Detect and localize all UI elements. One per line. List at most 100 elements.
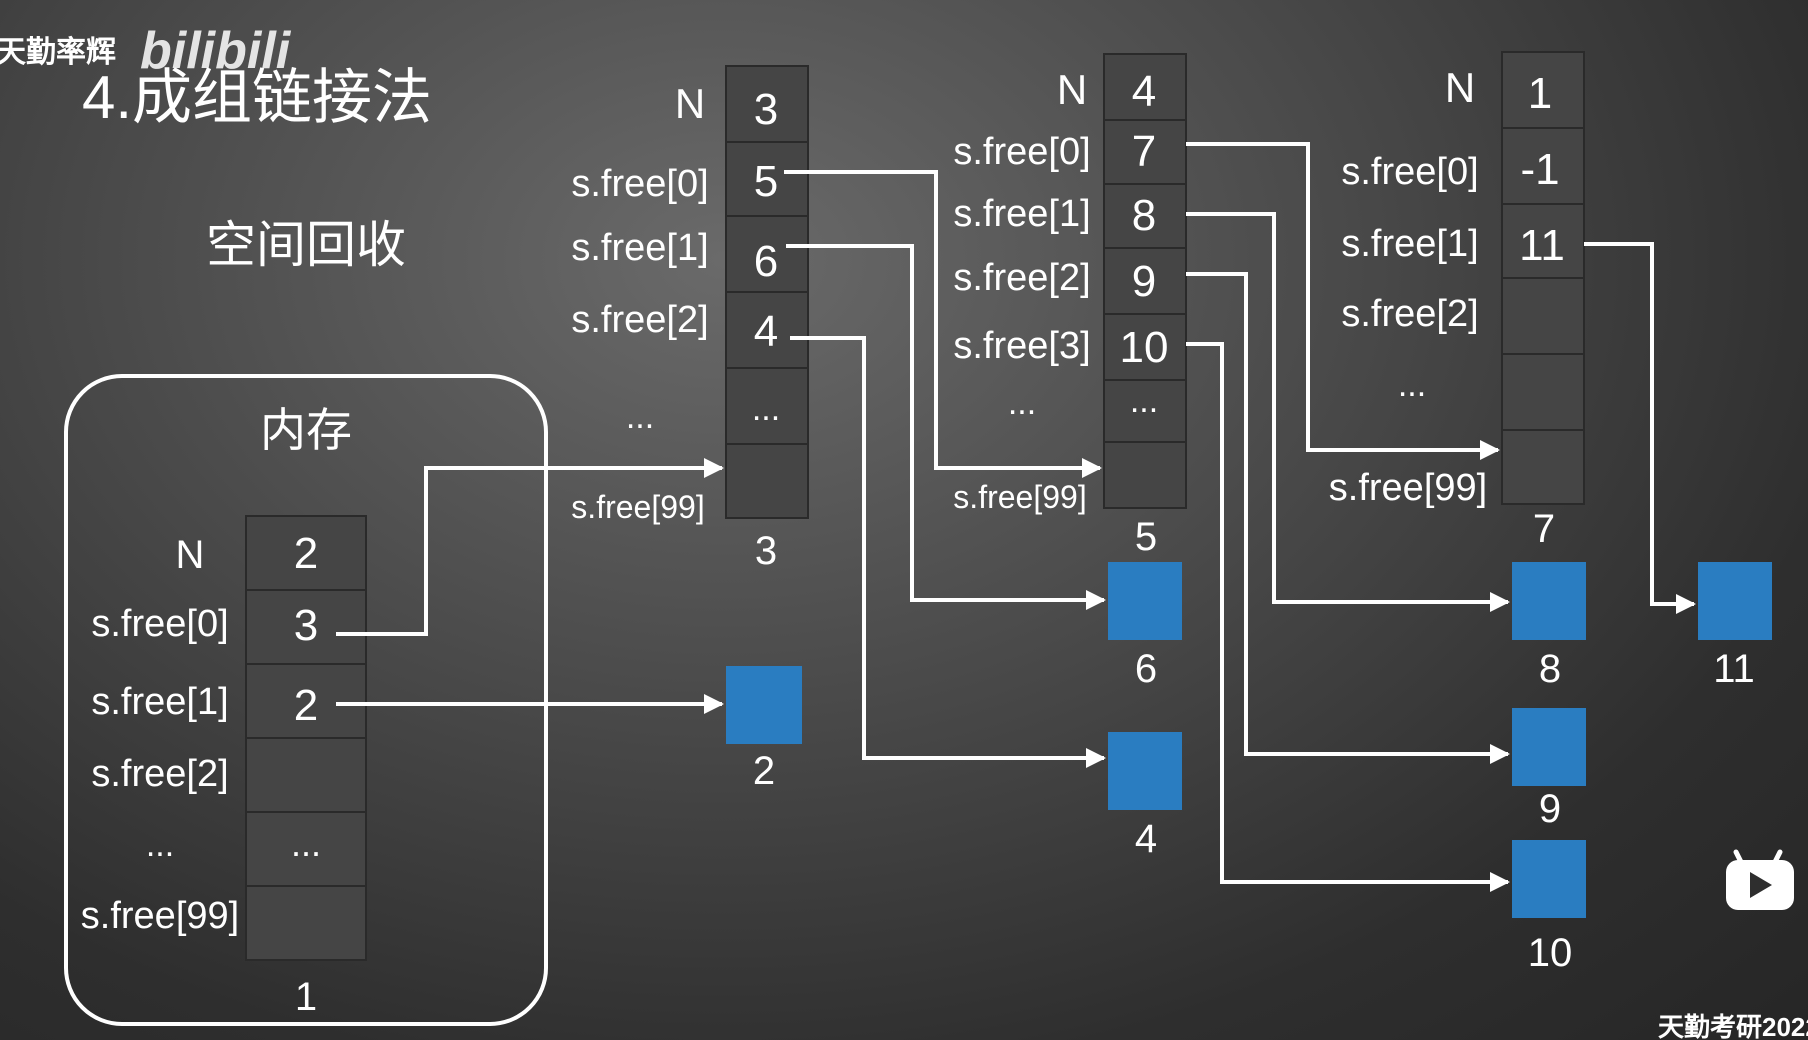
memory-box: [64, 374, 548, 1026]
group-3-table: 3 5 6 4 ... N s.free[0] s.free[1] s.free…: [571, 65, 809, 573]
group-7-table: 1 -1 11 N s.free[0] s.free[1] s.free[2] …: [1329, 51, 1585, 551]
group3-cell-free0: [725, 141, 809, 217]
group5-value-dots: ...: [1130, 382, 1158, 420]
group7-cell-dots: [1501, 353, 1585, 431]
group5-value-free1: 8: [1132, 191, 1156, 240]
video-player-icon[interactable]: [1726, 849, 1794, 910]
group5-cell-free0: [1103, 119, 1187, 185]
block-8-label: 8: [1539, 647, 1561, 691]
memory-cell-free99: [245, 885, 367, 961]
group5-cell-free1: [1103, 183, 1187, 249]
arrow-group3-to-block6: [786, 244, 1106, 610]
group5-value-n: 4: [1132, 67, 1156, 116]
memory-label-free99: s.free[99]: [81, 895, 239, 937]
group7-label-free2: s.free[2]: [1341, 293, 1478, 335]
memory-cell-free0: [245, 589, 367, 665]
arrow-group7-to-block11: [1584, 242, 1696, 614]
group7-label-free0: s.free[0]: [1341, 151, 1478, 193]
arrow-group5-to-block10: [1186, 342, 1510, 892]
link-arrows: [336, 142, 1696, 892]
group3-label-free0: s.free[0]: [571, 163, 708, 205]
group5-value-free2: 9: [1132, 257, 1156, 306]
group7-cell-n: [1501, 51, 1585, 129]
group5-cell-free3: [1103, 313, 1187, 381]
group-5-table: 4 7 8 9 10 ... N s.free[0] s.free[1] s.f…: [953, 53, 1187, 559]
block-4: [1108, 732, 1182, 810]
group3-value-dots: ...: [752, 390, 780, 428]
group3-cell-dots: [725, 367, 809, 445]
group3-label-n: N: [675, 80, 705, 127]
block-11: [1698, 562, 1772, 640]
block-9-label: 9: [1539, 787, 1561, 831]
group7-cell-free0: [1501, 127, 1585, 205]
group7-value-n: 1: [1528, 69, 1552, 118]
memory-value-free0: 3: [294, 601, 318, 650]
group5-label-dots: ...: [1008, 384, 1036, 422]
memory-cell-n: [245, 515, 367, 591]
group7-cell-free99: [1501, 429, 1585, 505]
page-subtitle: 空间回收: [206, 217, 406, 273]
group7-id: 7: [1533, 507, 1555, 551]
group5-value-free3: 10: [1120, 323, 1169, 372]
group3-cell-free1: [725, 215, 809, 293]
group5-label-free3: s.free[3]: [953, 325, 1090, 367]
group7-label-free99: s.free[99]: [1329, 467, 1487, 509]
memory-table: 2 3 2 ... N s.free[0] s.free[1] s.free[2…: [81, 515, 367, 1019]
memory-label-n: N: [176, 533, 205, 577]
block-2-label: 2: [753, 749, 775, 793]
group5-cell-free2: [1103, 247, 1187, 315]
memory-label: 内存: [260, 404, 352, 456]
group3-value-free1: 6: [754, 237, 778, 286]
bilibili-logo: bilibili: [140, 22, 292, 80]
memory-label-dots: ...: [146, 826, 174, 864]
memory-id: 1: [295, 975, 317, 1019]
block-2: [726, 666, 802, 744]
memory-value-free1: 2: [294, 681, 318, 730]
play-icon: [1750, 872, 1772, 898]
group5-label-free2: s.free[2]: [953, 257, 1090, 299]
arrow-memory-to-group3: [336, 458, 724, 636]
group3-cell-free99: [725, 443, 809, 519]
group3-label-free2: s.free[2]: [571, 299, 708, 341]
memory-value-dots: ...: [291, 823, 321, 864]
arrow-group3-to-block4: [790, 336, 1106, 768]
group7-cell-free2: [1501, 277, 1585, 355]
arrow-group3-to-group5: [784, 170, 1102, 478]
block-9: [1512, 708, 1586, 786]
group5-value-free0: 7: [1132, 127, 1156, 176]
group3-label-free1: s.free[1]: [571, 227, 708, 269]
group3-value-free0: 5: [754, 157, 778, 206]
memory-label-free2: s.free[2]: [91, 753, 228, 795]
memory-cell-free2: [245, 737, 367, 813]
group7-label-dots: ...: [1398, 366, 1426, 404]
group3-value-free2: 4: [754, 307, 778, 356]
watermark-author: 天勤率辉: [0, 36, 116, 69]
memory-label-free0: s.free[0]: [91, 603, 228, 645]
group5-cell-free99: [1103, 441, 1187, 509]
memory-label-free1: s.free[1]: [91, 681, 228, 723]
page-title: 4.成组链接法: [82, 64, 432, 131]
block-10-label: 10: [1528, 931, 1573, 975]
block-11-label: 11: [1713, 647, 1755, 691]
watermark-corner: 天勤考研2022: [1658, 1012, 1808, 1040]
group5-label-n: N: [1057, 66, 1087, 113]
group5-cell-dots: [1103, 379, 1187, 443]
group7-value-free0: -1: [1520, 145, 1559, 194]
group5-label-free1: s.free[1]: [953, 193, 1090, 235]
group3-cell-free2: [725, 291, 809, 369]
group5-label-free99: s.free[99]: [953, 479, 1086, 515]
block-8: [1512, 562, 1586, 640]
group5-id: 5: [1135, 515, 1157, 559]
arrow-group5-to-block8: [1186, 212, 1510, 612]
memory-value-n: 2: [294, 529, 318, 578]
group7-label-n: N: [1445, 64, 1475, 111]
group7-label-free1: s.free[1]: [1341, 223, 1478, 265]
group3-value-n: 3: [754, 85, 778, 134]
block-6: [1108, 562, 1182, 640]
group7-cell-free1: [1501, 203, 1585, 279]
group5-label-free0: s.free[0]: [953, 131, 1090, 173]
group3-label-free99: s.free[99]: [571, 489, 704, 525]
block-4-label: 4: [1135, 817, 1157, 861]
arrow-group5-to-block9: [1186, 272, 1510, 764]
